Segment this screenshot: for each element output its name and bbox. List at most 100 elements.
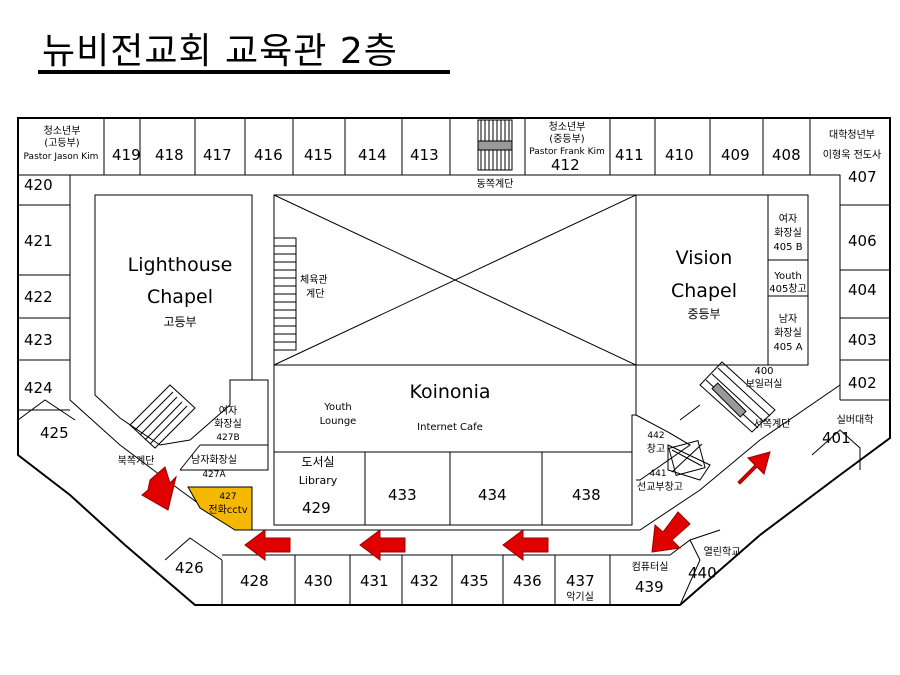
w-rest-405b-3: 405 B — [773, 242, 802, 253]
room-430: 430 — [304, 572, 333, 590]
vision-chapel-wall — [636, 194, 809, 366]
lighthouse-chapel-title-2: Chapel — [147, 286, 213, 308]
w-rest-427b-2: 화장실 — [214, 418, 242, 430]
page-title: 뉴비전교회 교육관 2층 — [42, 31, 398, 72]
senior-college-label: 실버대학 — [837, 414, 874, 426]
room-418: 418 — [155, 146, 184, 164]
youth-dept-1-sub: (고등부) — [44, 137, 80, 149]
gym-stairs-label-1: 체육관 — [300, 274, 328, 286]
room-426: 426 — [175, 559, 204, 577]
gym-stairs-label-2: 계단 — [306, 288, 324, 300]
youth-storage-1: Youth — [773, 271, 802, 282]
room-432: 432 — [410, 572, 439, 590]
east-stairs-label: 동쪽계단 — [477, 178, 514, 190]
west-stairs-label: 서쪽계단 — [754, 418, 791, 430]
room-434: 434 — [478, 486, 507, 504]
library-label-1: 도서실 — [301, 455, 334, 469]
room-413: 413 — [410, 146, 439, 164]
room-436: 436 — [513, 572, 542, 590]
internet-cafe-label: Internet Cafe — [417, 422, 483, 433]
youth-storage-2: 405창고 — [769, 283, 807, 295]
restroom-427-walls — [179, 379, 269, 471]
room-417: 417 — [203, 146, 232, 164]
arrow-5 — [502, 529, 549, 561]
storage-x-box — [668, 439, 706, 477]
room-403: 403 — [848, 331, 877, 349]
arrow-2 — [141, 466, 177, 511]
vision-chapel-title-1: Vision — [676, 247, 733, 269]
outer-wall — [17, 117, 891, 606]
w-rest-427b-1: 여자 — [219, 405, 237, 417]
college-dept-label: 대학청년부 — [829, 129, 875, 141]
room-422: 422 — [24, 288, 53, 306]
title-underline — [38, 70, 450, 74]
room-437: 437 — [566, 572, 595, 590]
m-rest-405a-2: 화장실 — [774, 327, 802, 339]
room-415: 415 — [304, 146, 333, 164]
left-room-column — [17, 175, 76, 421]
youth-lounge-1: Youth — [323, 402, 352, 413]
youth-dept-2-label: 청소년부 — [549, 121, 586, 133]
arrow-4 — [359, 529, 406, 561]
computer-room-label: 컴퓨터실 — [632, 561, 669, 573]
open-school-label: 열린학교 — [704, 546, 741, 558]
room-425: 425 — [40, 424, 69, 442]
phone-cctv-1: 427 — [219, 492, 236, 502]
vision-chapel-title-2: Chapel — [671, 280, 737, 302]
mission-storage-2: 선교부창고 — [637, 481, 683, 493]
m-rest-405a-1: 남자 — [779, 313, 797, 325]
m-rest-427a-2: 427A — [202, 470, 226, 480]
koinonia-wall — [273, 364, 637, 526]
youth-dept-1-label: 청소년부 — [44, 125, 81, 137]
boiler-room-1: 400 — [754, 366, 773, 377]
room-429: 429 — [302, 499, 331, 517]
room-421: 421 — [24, 232, 53, 250]
north-stairs-shape — [129, 384, 196, 449]
room-440: 440 — [688, 564, 717, 582]
storage-442-1: 442 — [647, 431, 664, 441]
gym-stairs-shape — [273, 237, 297, 351]
arrow-3 — [244, 529, 291, 561]
music-room-label: 악기실 — [566, 591, 594, 603]
west-stairs-shape — [667, 361, 776, 446]
mission-storage-1: 441 — [649, 469, 666, 479]
top-room-row — [18, 118, 811, 206]
boiler-room-2: 보일러실 — [746, 378, 783, 390]
college-pastor-label: 이형욱 전도사 — [823, 149, 881, 161]
lighthouse-chapel-sub: 고등부 — [163, 315, 196, 329]
library-label-2: Library — [299, 474, 338, 487]
storage-441-442-walls — [635, 414, 711, 481]
lighthouse-chapel-wall — [94, 194, 253, 446]
bottom-room-row — [164, 529, 721, 606]
room-431: 431 — [360, 572, 389, 590]
room-438: 438 — [572, 486, 601, 504]
m-rest-427a-1: 남자화장실 — [191, 454, 237, 466]
room-406: 406 — [848, 232, 877, 250]
vision-chapel-sub: 중등부 — [687, 307, 720, 321]
room-433: 433 — [388, 486, 417, 504]
room-423: 423 — [24, 331, 53, 349]
koinonia-title: Koinonia — [409, 381, 490, 403]
room-404: 404 — [848, 281, 877, 299]
phone-cctv-room — [187, 486, 253, 531]
room-420: 420 — [24, 176, 53, 194]
corridor-inner-wall — [69, 174, 841, 531]
room-435: 435 — [460, 572, 489, 590]
room-401-wall — [811, 429, 861, 470]
storage-442-2: 창고 — [647, 443, 665, 455]
m-rest-405a-3: 405 A — [773, 342, 802, 353]
arrow-1 — [737, 451, 771, 485]
room-411: 411 — [615, 146, 644, 164]
arrow-6 — [651, 511, 691, 553]
lighthouse-chapel-title-1: Lighthouse — [128, 254, 233, 276]
youth-dept-2-sub: (중등부) — [549, 133, 585, 145]
room-419: 419 — [112, 146, 141, 164]
w-rest-405b-2: 화장실 — [774, 227, 802, 239]
right-room-column — [839, 175, 890, 401]
room-439: 439 — [635, 578, 664, 596]
room-410: 410 — [665, 146, 694, 164]
room-428: 428 — [240, 572, 269, 590]
room-412: 412 — [551, 156, 580, 174]
room-402: 402 — [848, 374, 877, 392]
